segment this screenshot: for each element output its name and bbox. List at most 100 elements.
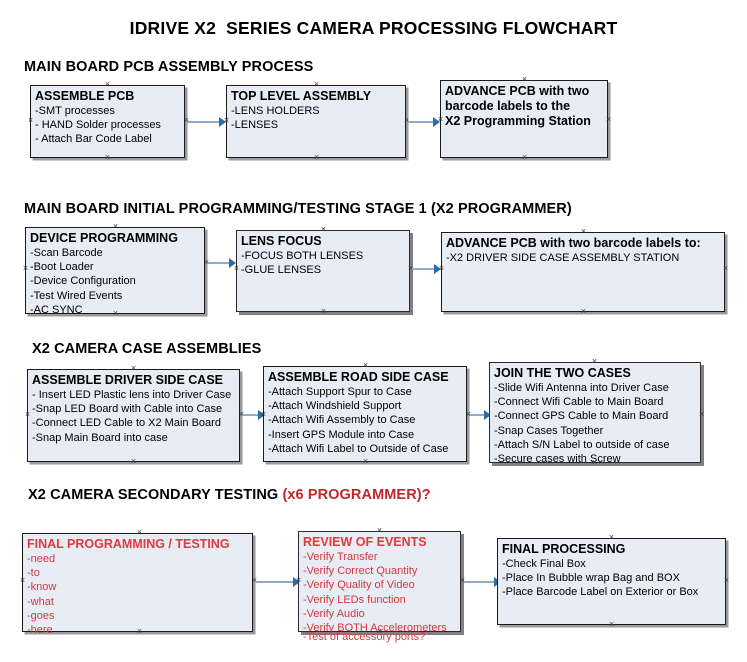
resize-handle-top[interactable] [136,530,143,537]
node-final-programming-testing[interactable]: FINAL PROGRAMMING / TESTING -need -to -k… [22,533,253,636]
resize-handle-left[interactable] [27,118,34,125]
node-line: -Verify Transfer [303,551,378,563]
resize-handle-bottom[interactable] [521,155,528,162]
node-title: ASSEMBLE DRIVER SIDE CASE [32,373,224,387]
node-line: -Connect Wifi Cable to Main Board [494,396,664,409]
node-line: -Attach S/N Label to outside of case [494,438,670,451]
resize-handle-top[interactable] [521,77,528,84]
node-line: -Scan Barcode [30,247,103,259]
node-line: -Verify Audio [303,607,365,620]
node-device-programming[interactable]: DEVICE PROGRAMMING -Scan Barcode -Boot L… [25,227,205,316]
arrowhead-icon [229,258,236,268]
resize-handle-bottom[interactable] [320,309,327,316]
node-title: ADVANCE PCB with two [445,84,590,98]
resize-handle-bottom[interactable] [313,155,320,162]
node-title-line2: barcode labels to the [445,99,571,113]
resize-handle-left[interactable] [24,412,31,419]
resize-handle-top[interactable] [591,359,598,366]
resize-handle-left[interactable] [438,266,445,273]
section-heading-x2-camera-case-assemblies: X2 CAMERA CASE ASSEMBLIES [32,341,262,357]
node-advance-pcb-to-x2-programming-station[interactable]: ADVANCE PCB with two barcode labels to t… [440,80,608,158]
node-line: -Check Final Box [502,558,586,570]
node-line: -LENS HOLDERS [231,105,320,117]
node-join-the-two-cases[interactable]: JOIN THE TWO CASES -Slide Wifi Antenna i… [489,362,701,465]
page-title: IDRIVE X2 SERIES CAMERA PROCESSING FLOWC… [129,18,618,38]
node-title: ASSEMBLE PCB [35,89,135,103]
node-top-level-assembly[interactable]: TOP LEVEL ASSEMBLY -LENS HOLDERS -LENSES [226,85,406,158]
arrowhead-icon [484,410,491,420]
connector-review-of-events-to-final-processing[interactable] [464,581,497,583]
node-line: -Attach Wifi Label to Outside of Case [268,442,449,455]
node-review-of-events[interactable]: REVIEW OF EVENTS -Verify Transfer -Verif… [298,531,461,643]
node-line: -Verify BOTH Accelerometers [303,622,447,635]
connector-handle-start[interactable] [183,118,190,125]
resize-handle-right[interactable] [722,266,729,273]
node-line: -Place In Bubble wrap Bag and BOX [502,572,680,585]
connector-driver-side-to-road-side[interactable] [243,414,261,416]
node-line: -Snap LED Board with Cable into Case [32,403,223,416]
node-assemble-road-side-case[interactable]: ASSEMBLE ROAD SIDE CASE -Attach Support … [263,366,467,462]
connector-device-programming-to-lens-focus[interactable] [208,262,232,264]
section-heading-main-board-pcb-assembly-process: MAIN BOARD PCB ASSEMBLY PROCESS [24,59,314,75]
node-lens-focus[interactable]: LENS FOCUS -FOCUS BOTH LENSES -GLUE LENS… [236,230,410,312]
resize-handle-top[interactable] [313,82,320,89]
node-line: -Boot Loader [30,261,94,274]
node-title: JOIN THE TWO CASES [494,366,631,380]
resize-handle-bottom[interactable] [112,311,119,318]
node-line: -Attach Wifi Assembly to Case [268,414,416,427]
resize-handle-bottom[interactable] [608,622,615,629]
connector-final-programming-to-review-of-events[interactable] [256,581,296,583]
resize-handle-bottom[interactable] [591,460,598,467]
connector-road-side-to-join-cases[interactable] [470,414,487,416]
resize-handle-left[interactable] [223,118,230,125]
node-assemble-pcb[interactable]: ASSEMBLE PCB -SMT processes - HAND Solde… [30,85,185,158]
resize-handle-left[interactable] [260,412,267,419]
connector-top-level-assembly-to-advance-pcb[interactable] [408,121,436,123]
resize-handle-right[interactable] [605,117,612,124]
resize-handle-top[interactable] [580,229,587,236]
section-heading-main-board-initial-programming-testing-stage-1: MAIN BOARD INITIAL PROGRAMMING/TESTING S… [24,201,572,217]
node-line: -Slide Wifi Antenna into Driver Case [494,382,669,394]
resize-handle-left[interactable] [19,578,26,585]
node-line: -goes [27,609,55,622]
node-line: -Place Barcode Label on Exterior or Box [502,586,699,599]
node-advance-pcb-to-driver-side-case-assembly-station[interactable]: ADVANCE PCB with two barcode labels to: … [441,232,725,312]
node-line: -Insert GPS Module into Case [268,428,415,441]
connector-assemble-pcb-to-top-level-assembly[interactable] [186,121,222,123]
node-line: -Verify LEDs function [303,593,406,606]
resize-handle-top[interactable] [112,224,119,231]
node-final-processing[interactable]: FINAL PROCESSING -Check Final Box -Place… [497,538,726,625]
resize-handle-top[interactable] [320,227,327,234]
resize-handle-bottom[interactable] [136,629,143,636]
resize-handle-left[interactable] [22,266,29,273]
node-title: DEVICE PROGRAMMING [30,231,178,245]
resize-handle-top[interactable] [376,528,383,535]
connector-lens-focus-to-advance-pcb[interactable] [412,268,437,270]
node-line: -LENSES [231,119,279,132]
resize-handle-top[interactable] [362,363,369,370]
resize-handle-top[interactable] [608,535,615,542]
node-title: TOP LEVEL ASSEMBLY [231,89,372,103]
resize-handle-bottom[interactable] [104,155,111,162]
resize-handle-right[interactable] [698,412,705,419]
resize-handle-left[interactable] [295,578,302,585]
resize-handle-bottom[interactable] [362,459,369,466]
node-line: -to [27,567,40,580]
node-line: -Device Configuration [30,275,136,288]
resize-handle-right[interactable] [723,578,730,585]
node-line: - Insert LED Plastic lens into Driver Ca… [32,389,232,401]
resize-handle-top[interactable] [104,82,111,89]
node-title: FINAL PROGRAMMING / TESTING [27,537,230,551]
resize-handle-bottom[interactable] [130,459,137,466]
resize-handle-left[interactable] [233,266,240,273]
node-line: -FOCUS BOTH LENSES [241,250,364,262]
resize-handle-left[interactable] [437,117,444,124]
resize-handle-bottom[interactable] [376,629,383,636]
node-assemble-driver-side-case[interactable]: ASSEMBLE DRIVER SIDE CASE - Insert LED P… [27,369,240,462]
resize-handle-bottom[interactable] [580,309,587,316]
node-title: ADVANCE PCB with two barcode labels to: [446,236,701,250]
node-line: -Snap Main Board into case [32,431,168,444]
resize-handle-top[interactable] [130,366,137,373]
node-line: -Connect GPS Cable to Main Board [494,410,669,423]
